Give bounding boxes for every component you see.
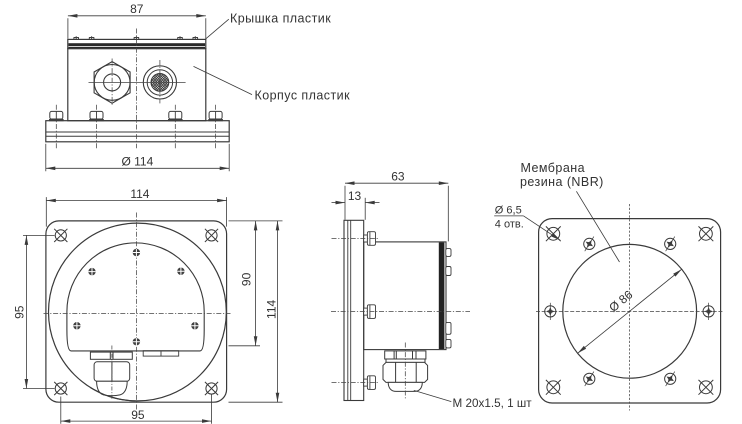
svg-text:Мембрана: Мембрана [521, 161, 585, 175]
svg-text:Крышка пластик: Крышка пластик [230, 12, 331, 26]
svg-text:Ø 6,5: Ø 6,5 [495, 205, 522, 217]
svg-text:87: 87 [130, 2, 144, 16]
svg-text:Ø 114: Ø 114 [121, 155, 153, 169]
svg-text:13: 13 [348, 189, 362, 203]
svg-text:114: 114 [264, 300, 278, 319]
svg-text:63: 63 [391, 170, 405, 184]
svg-text:95: 95 [13, 305, 27, 319]
svg-text:Ø 86: Ø 86 [606, 287, 635, 314]
svg-text:Корпус пластик: Корпус пластик [255, 88, 351, 102]
svg-text:90: 90 [239, 272, 253, 286]
svg-text:M 20x1.5, 1 шт: M 20x1.5, 1 шт [453, 397, 533, 410]
svg-text:4 отв.: 4 отв. [495, 218, 524, 230]
svg-text:95: 95 [131, 408, 145, 422]
svg-text:резина (NBR): резина (NBR) [520, 175, 604, 189]
svg-text:114: 114 [130, 187, 149, 201]
